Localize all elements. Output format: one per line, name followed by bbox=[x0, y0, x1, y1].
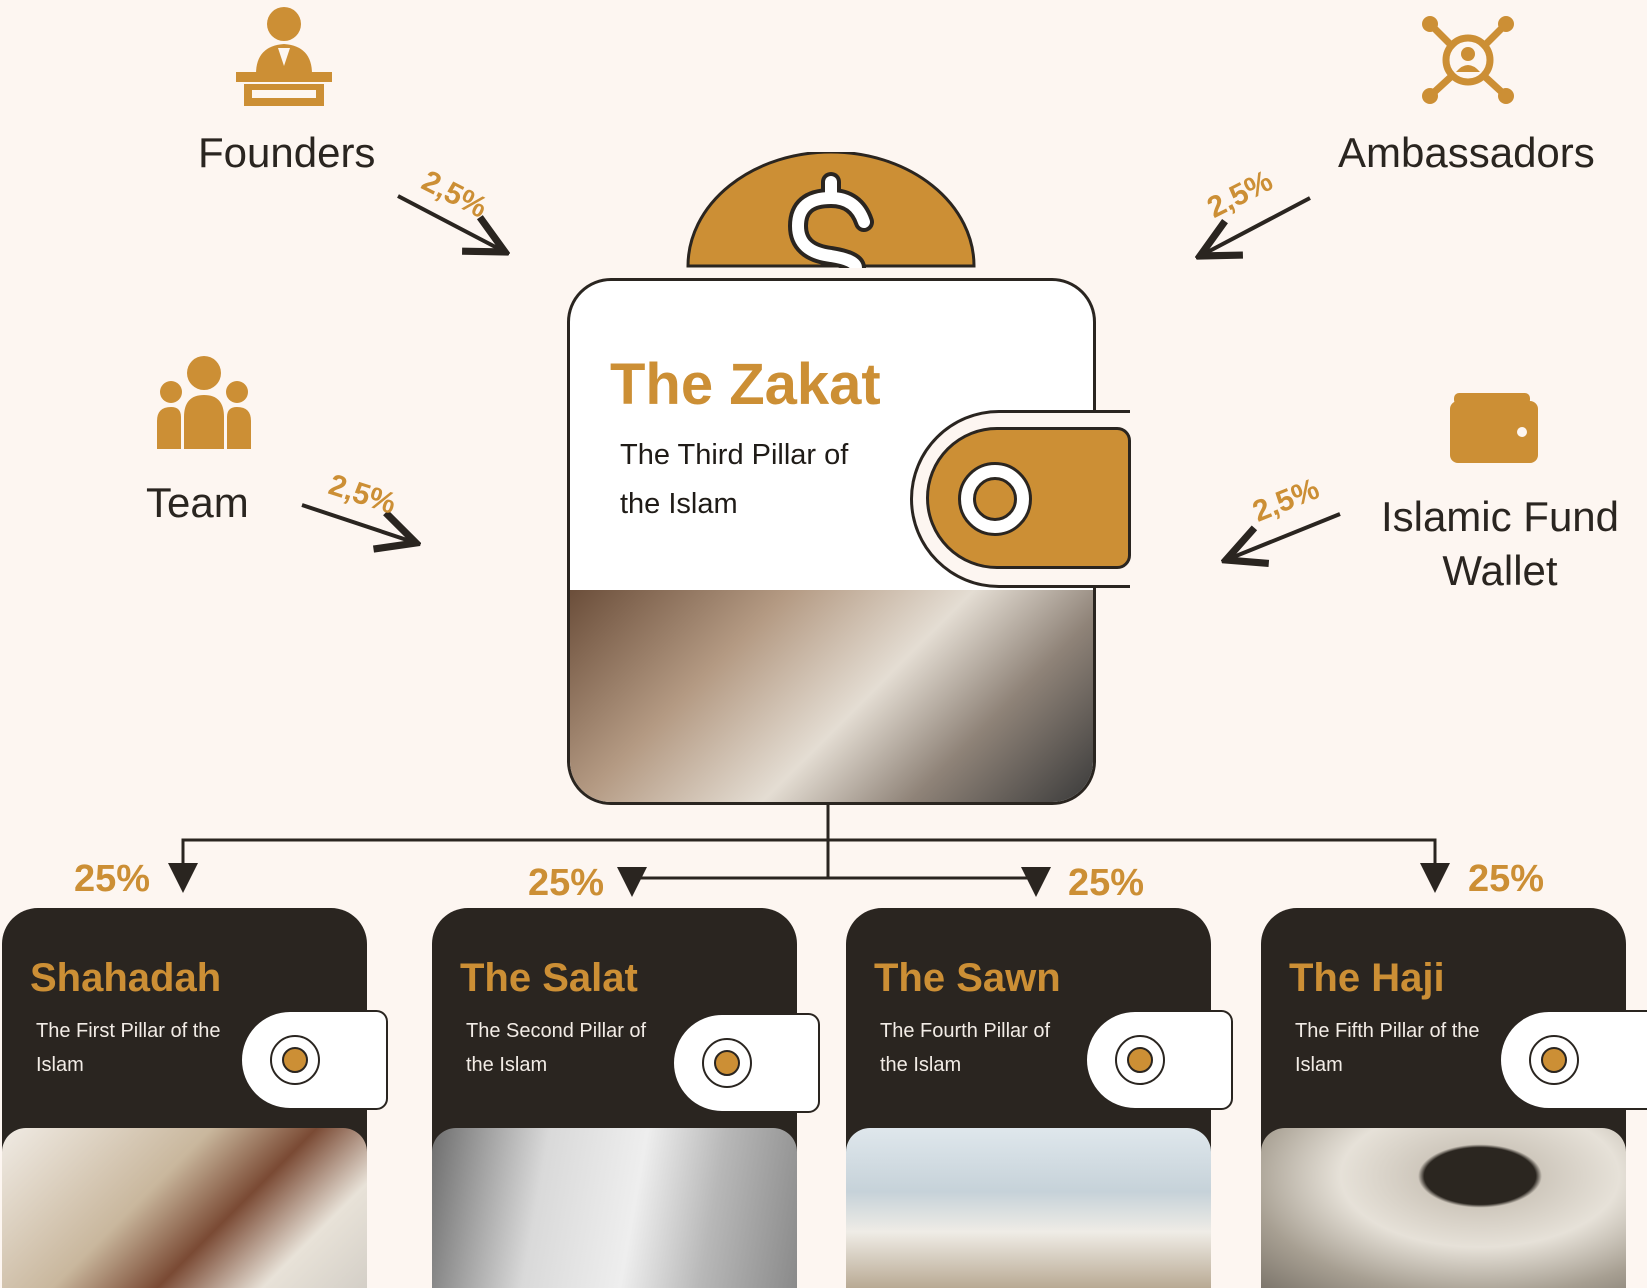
pillar-subtitle: The Fifth Pillar of the Islam bbox=[1295, 1020, 1480, 1076]
team-arrow bbox=[301, 503, 416, 543]
pillar-card-haji: The Haji The Fifth Pillar of the Islam bbox=[1261, 908, 1626, 1288]
prayer-beads-photo bbox=[432, 1128, 797, 1288]
fund-label: Islamic Fund Wallet bbox=[1380, 493, 1620, 594]
pillar-clasp bbox=[672, 1013, 820, 1113]
pillar-percent: 25% bbox=[528, 862, 605, 904]
team-label: Team bbox=[146, 479, 249, 526]
pillar-card-shahadah: Shahadah The First Pillar of the Islam bbox=[2, 908, 367, 1288]
pillar-percent: 25% bbox=[74, 858, 151, 900]
wallet-icon bbox=[1450, 393, 1538, 463]
handshake-photo bbox=[570, 590, 1093, 802]
zakat-clasp-button bbox=[958, 462, 1032, 536]
pillar-percent: 25% bbox=[1468, 858, 1545, 900]
team-group-icon bbox=[157, 355, 251, 449]
pillar-card-salat: The Salat The Second Pillar of the Islam bbox=[432, 908, 797, 1288]
pillar-clasp bbox=[240, 1010, 388, 1110]
zakat-title: The Zakat bbox=[610, 352, 881, 417]
pillar-title: Shahadah bbox=[30, 956, 222, 1000]
pillar-percent: 25% bbox=[1068, 862, 1145, 904]
distribution-tree bbox=[168, 805, 1450, 897]
network-person-icon bbox=[1420, 14, 1516, 106]
kaaba-photo bbox=[1261, 1128, 1626, 1288]
presenter-podium-icon bbox=[234, 0, 334, 106]
pillar-clasp bbox=[1499, 1010, 1647, 1110]
pillar-subtitle: The First Pillar of the Islam bbox=[36, 1020, 221, 1076]
pillar-title: The Haji bbox=[1289, 956, 1445, 1000]
pillar-clasp bbox=[1085, 1010, 1233, 1110]
zakat-subtitle: The Third Pillar of the Islam bbox=[620, 439, 849, 520]
founders-arrow bbox=[397, 194, 505, 252]
mosque-photo bbox=[846, 1128, 1211, 1288]
pillar-title: The Sawn bbox=[874, 956, 1061, 1000]
pillar-subtitle: The Fourth Pillar of the Islam bbox=[880, 1020, 1051, 1076]
ambassadors-label: Ambassadors bbox=[1338, 129, 1595, 176]
pillar-title: The Salat bbox=[460, 956, 638, 1000]
pillar-subtitle: The Second Pillar of the Islam bbox=[466, 1020, 647, 1076]
founders-label: Founders bbox=[198, 129, 376, 176]
dollar-coin-icon bbox=[686, 152, 976, 268]
quran-photo bbox=[2, 1128, 367, 1288]
ambassadors-arrow bbox=[1200, 196, 1311, 256]
fund-arrow bbox=[1226, 512, 1341, 560]
